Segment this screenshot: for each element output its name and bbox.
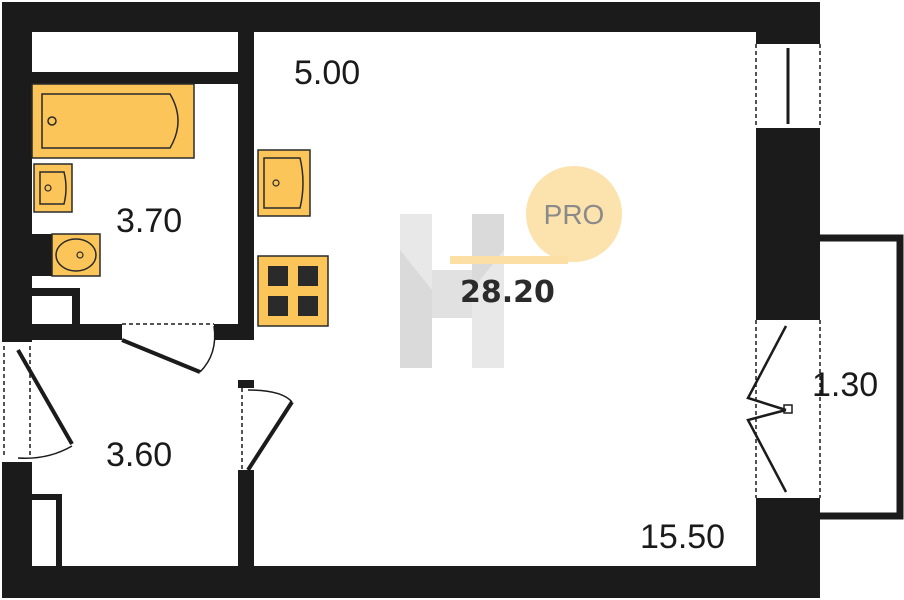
balcony-outline (820, 234, 904, 520)
wall-bottom (2, 566, 820, 598)
window-top-right (755, 44, 821, 128)
room-door (241, 388, 294, 472)
wall-top (2, 2, 820, 32)
bathroom-door (121, 323, 216, 374)
bathtub (31, 83, 195, 159)
balcony-door (746, 320, 821, 498)
pro-badge (526, 166, 622, 262)
entry-closet-side (56, 494, 62, 566)
wall-right-mid (756, 128, 820, 320)
wall-left-lower (2, 462, 32, 598)
window-left (3, 346, 74, 459)
kitchen-sink (257, 149, 311, 217)
partition-vertical-lower (238, 470, 254, 598)
partition-bath-top (32, 72, 242, 84)
wall-left-upper (2, 2, 32, 342)
partition-bath-bottom-left (32, 324, 122, 340)
watermark-logo (400, 166, 622, 368)
entry-closet-wall (32, 494, 62, 500)
toilet (32, 233, 101, 277)
bathroom-sink (33, 163, 73, 213)
partition-vertical (238, 2, 254, 328)
stove (257, 255, 329, 327)
room-area-balcony: 1.30 (812, 366, 878, 404)
room-area-entry: 3.60 (106, 436, 172, 474)
walls (2, 2, 820, 598)
room-area-bathroom: 3.70 (116, 202, 182, 240)
wall-right-bottom (756, 498, 820, 598)
pro-badge-text: PRO (544, 199, 605, 230)
total-area-label: 28.20 (460, 275, 555, 310)
partition-bath-bottom-right (214, 324, 254, 340)
partition-vertical-door-jamb (238, 380, 254, 388)
accent-bar (450, 256, 568, 264)
room-area-living: 15.50 (640, 518, 725, 556)
room-area-hallway: 5.00 (294, 54, 360, 92)
bath-niche (32, 288, 80, 296)
wall-right-top (756, 2, 820, 44)
bath-niche-side (72, 288, 80, 324)
